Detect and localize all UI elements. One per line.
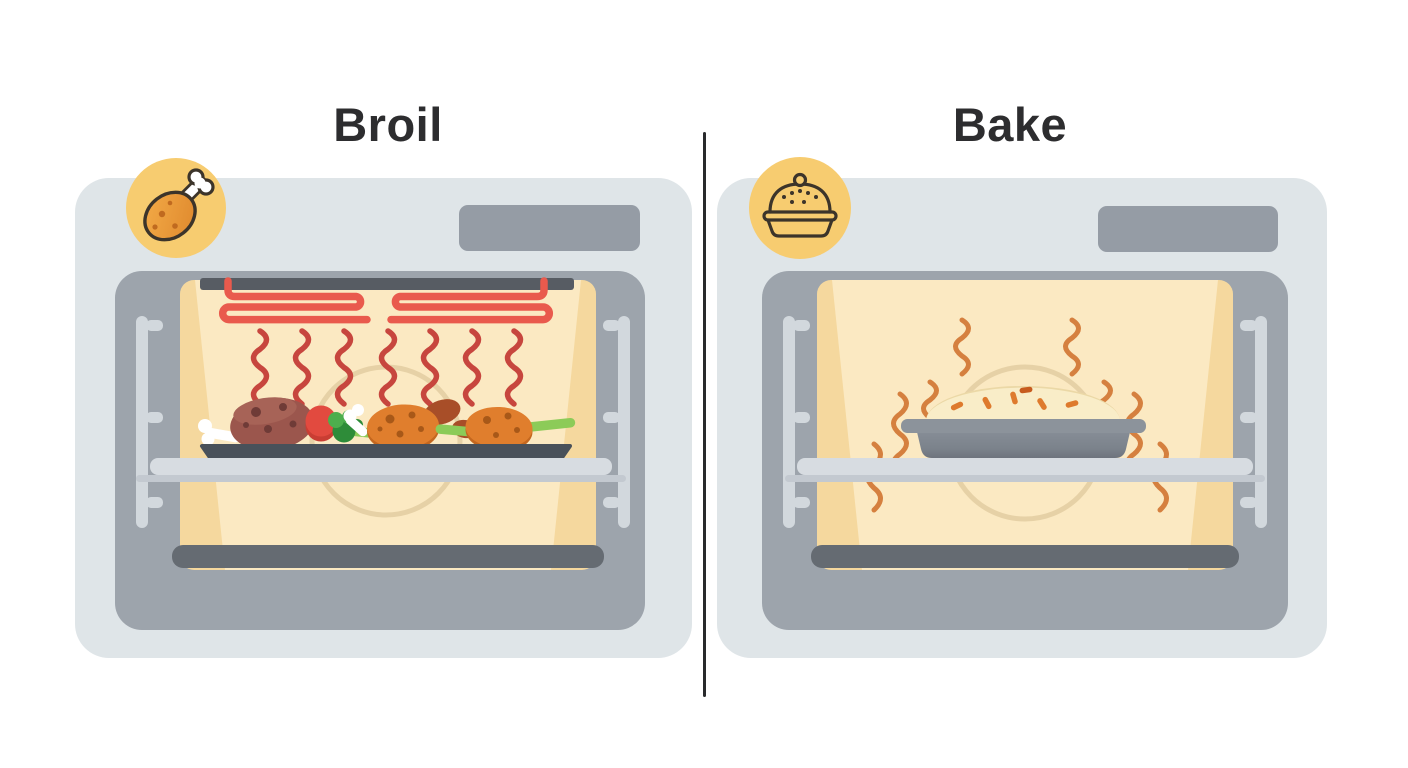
interior-bottom-bar — [172, 545, 604, 568]
divider-line — [703, 132, 706, 697]
interior-bottom-bar — [811, 545, 1239, 568]
heating-coil-right — [387, 277, 554, 324]
pie-icon — [762, 172, 838, 238]
broil-mode-badge — [126, 158, 226, 258]
baking-pan-rim — [901, 419, 1146, 433]
control-panel — [459, 205, 640, 251]
chicken-drumstick-2 — [465, 406, 533, 452]
interior-top-bar — [200, 278, 574, 290]
pie-topping-sprinkles — [950, 386, 1079, 411]
control-panel — [1098, 206, 1278, 252]
food-tray — [200, 444, 572, 461]
broil-heating-elements — [218, 277, 554, 324]
chicken-drumstick-icon — [143, 168, 215, 242]
small-bone — [343, 404, 368, 437]
bake-oven — [717, 157, 1327, 658]
broil-title: Broil — [333, 98, 443, 151]
ham-bone — [198, 419, 241, 446]
oven-rack — [136, 458, 626, 482]
chicken-drumstick-1 — [367, 404, 439, 453]
broil-heat-waves — [250, 328, 524, 407]
bake-title: Bake — [952, 98, 1068, 151]
oven-rack — [785, 458, 1265, 482]
broil-oven — [75, 158, 692, 658]
baking-pie — [901, 386, 1146, 458]
pie-dome — [926, 387, 1120, 421]
bake-mode-badge — [749, 157, 851, 259]
broiling-food — [198, 397, 576, 453]
roast-ham — [230, 397, 314, 451]
baking-pan-body — [917, 432, 1130, 458]
heating-coil-left — [218, 277, 371, 324]
